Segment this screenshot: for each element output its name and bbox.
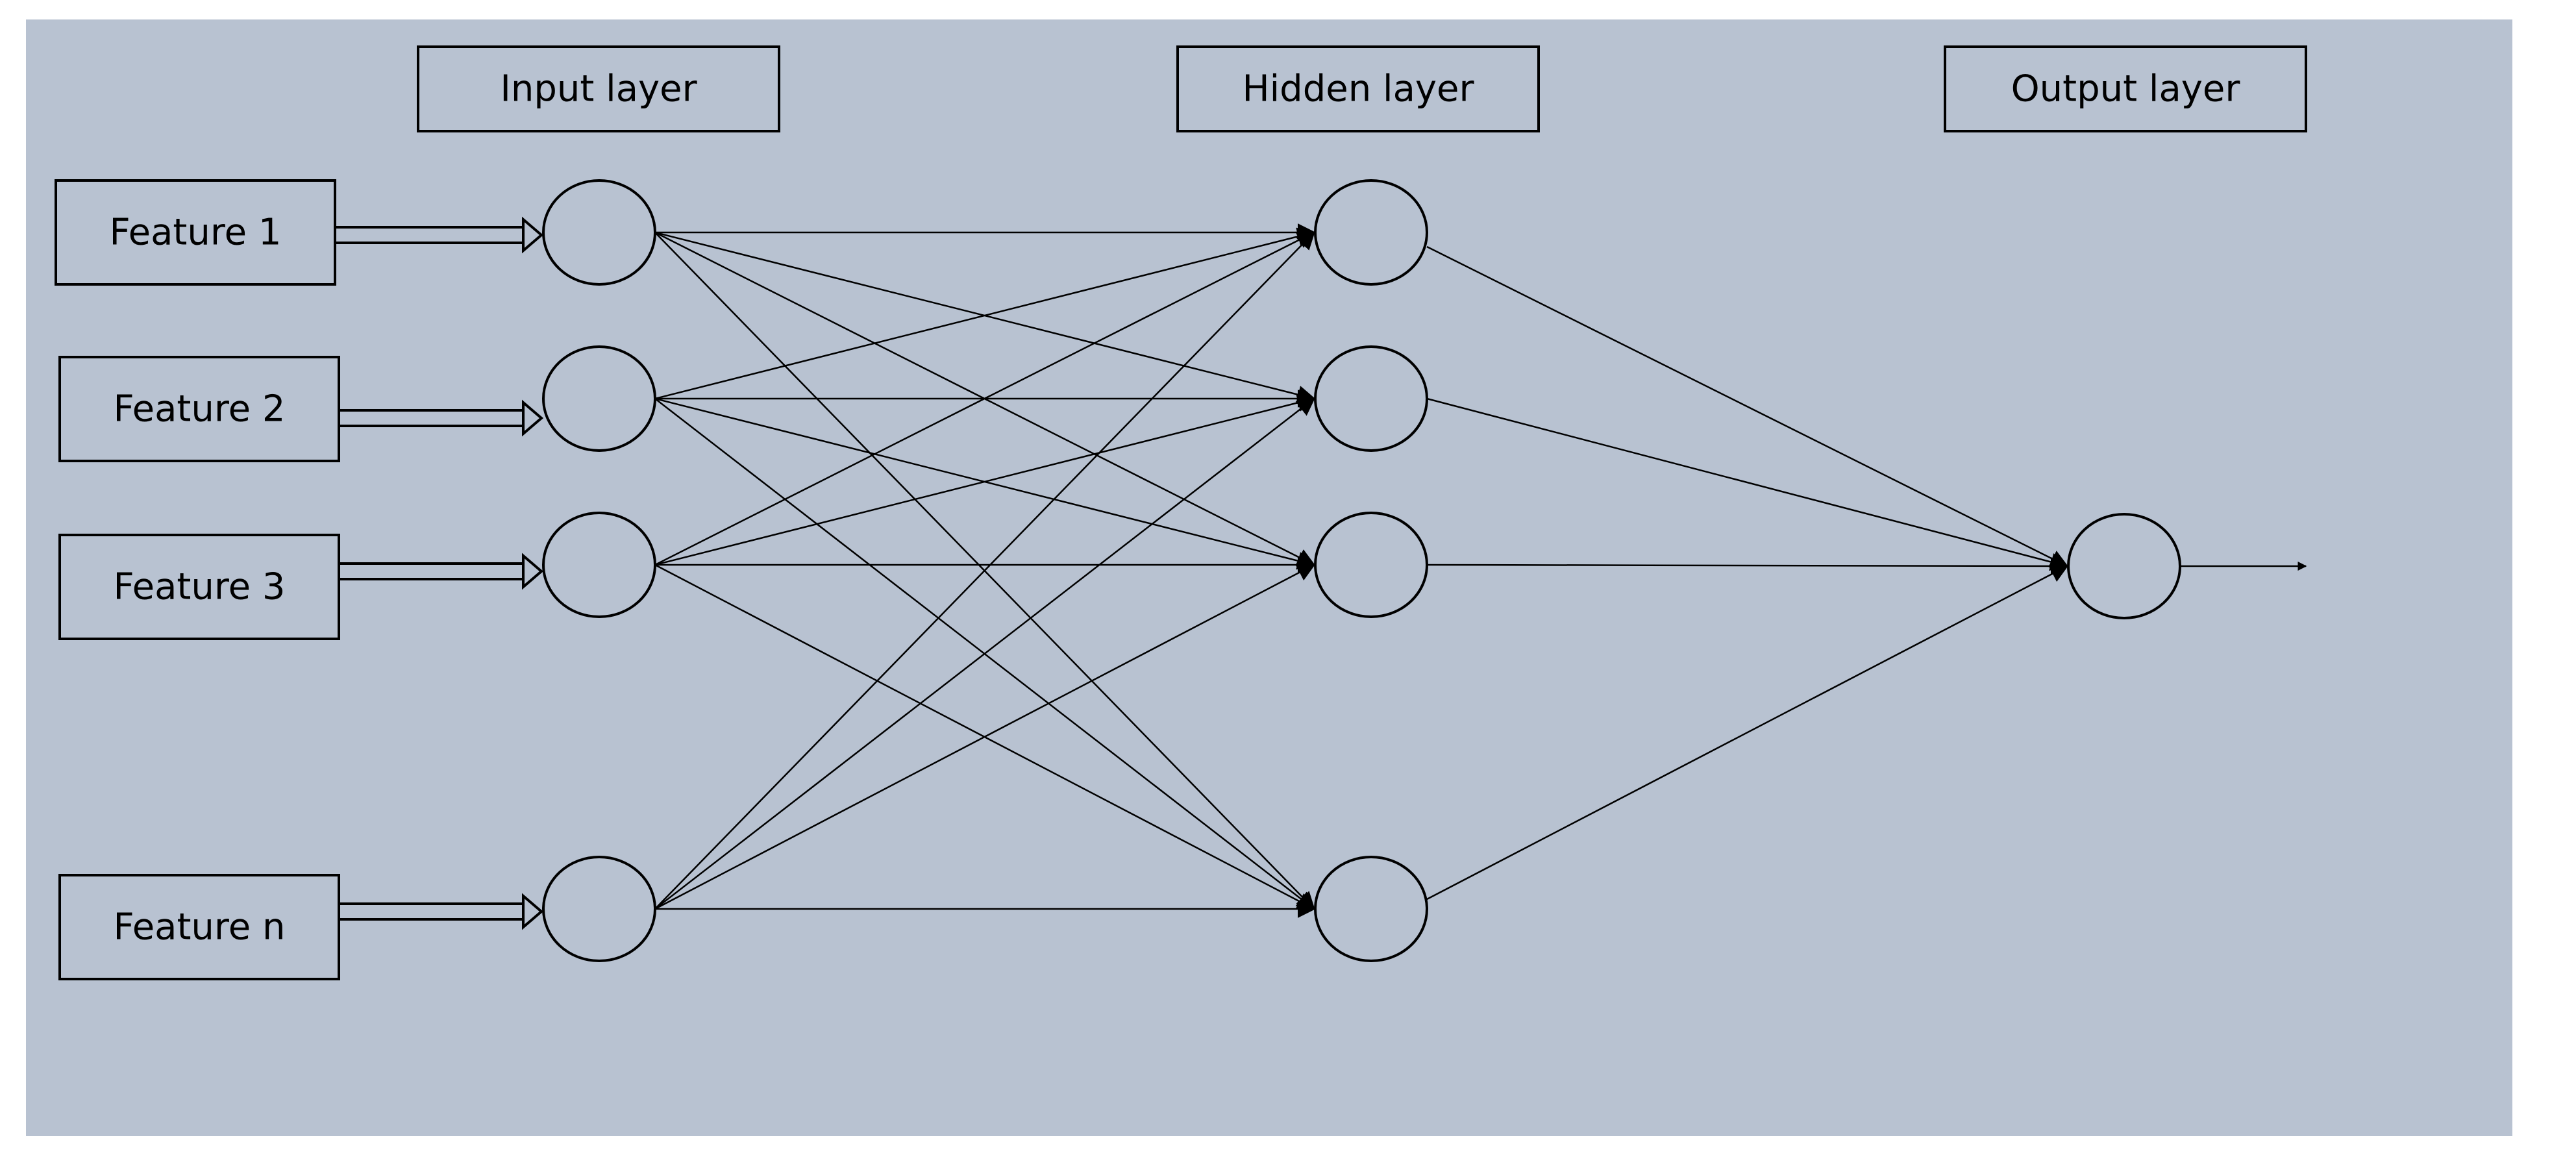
edge-hidden-4-output bbox=[1426, 565, 2069, 900]
hidden-neuron-3 bbox=[1314, 512, 1428, 618]
edge-input-3-hidden-2 bbox=[654, 393, 1316, 566]
edge-hidden-1-output bbox=[1426, 245, 2069, 567]
connections bbox=[654, 223, 2069, 918]
feature-arrow-2 bbox=[339, 399, 544, 437]
feature-arrow-n bbox=[339, 893, 544, 930]
hidden-neuron-4 bbox=[1314, 856, 1428, 962]
edge-hidden-2-output bbox=[1426, 397, 2069, 571]
edge-input-2-hidden-1 bbox=[654, 227, 1316, 400]
feature-label: Feature 1 bbox=[109, 212, 281, 254]
edge-input-4-hidden-2 bbox=[654, 397, 1316, 910]
feature-arrow-3 bbox=[339, 553, 544, 590]
hidden-neuron-1 bbox=[1314, 179, 1428, 286]
output-layer-label: Output layer bbox=[2011, 68, 2241, 110]
input-neuron-n bbox=[542, 856, 656, 962]
edge-hidden-3-output bbox=[1426, 556, 2069, 575]
edge-input-4-hidden-1 bbox=[654, 230, 1315, 910]
feature-box-2: Feature 2 bbox=[58, 356, 340, 462]
layer-header-output: Output layer bbox=[1944, 45, 2307, 132]
input-neuron-3 bbox=[542, 512, 656, 618]
feature-label: Feature 3 bbox=[113, 566, 285, 608]
hidden-layer-label: Hidden layer bbox=[1243, 68, 1475, 110]
edge-input-3-hidden-1 bbox=[654, 231, 1316, 566]
input-neuron-1 bbox=[542, 179, 656, 286]
input-layer-label: Input layer bbox=[500, 68, 697, 110]
feature-label: Feature n bbox=[114, 906, 286, 949]
feature-box-1: Feature 1 bbox=[55, 179, 336, 286]
layer-header-input: Input layer bbox=[417, 45, 780, 132]
layer-header-hidden: Hidden layer bbox=[1176, 45, 1540, 132]
feature-arrow-1 bbox=[335, 216, 544, 254]
hidden-neuron-2 bbox=[1314, 345, 1428, 452]
feature-box-n: Feature n bbox=[58, 874, 340, 980]
feature-label: Feature 2 bbox=[113, 388, 285, 430]
input-neuron-2 bbox=[542, 345, 656, 452]
edge-input-4-hidden-3 bbox=[654, 564, 1316, 910]
neurons bbox=[542, 179, 2181, 962]
feature-box-3: Feature 3 bbox=[58, 534, 340, 640]
